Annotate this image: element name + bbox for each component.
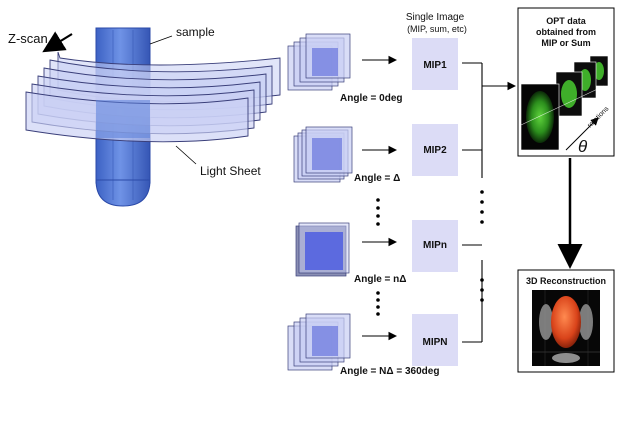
zscan-arrow (42, 31, 73, 53)
projection-row-1: MIP1 Angle = 0deg (287, 33, 458, 104)
angle-label: Angle = NΔ = 360deg (340, 366, 439, 377)
bracket-ellipsis (480, 190, 484, 302)
light-sheet-stack (25, 51, 281, 143)
slice-stack (287, 33, 351, 91)
single-image-subtitle: (MIP, sum, etc) (407, 24, 467, 34)
slice-stack (287, 313, 351, 371)
opt-data-panel: OPT data obtained from MIP or Sum rotati… (517, 7, 615, 157)
sample-leader-line (149, 35, 173, 45)
collector-bracket (462, 62, 517, 343)
projection-row-3: MIPn Angle = nΔ (295, 220, 458, 285)
projection-row-2: MIP2 Angle = Δ (293, 124, 458, 184)
mip-label: MIPn (423, 240, 447, 251)
reconstruction-render (532, 290, 600, 366)
angle-label: Angle = 0deg (340, 93, 403, 104)
opt-title-line2: obtained from (536, 27, 596, 37)
mip-label: MIP2 (423, 145, 447, 156)
single-image-title: Single Image (406, 12, 465, 23)
angle-label: Angle = nΔ (354, 274, 406, 285)
opt-title-line3: MIP or Sum (541, 38, 590, 48)
sample-intersection (96, 100, 150, 138)
lightsheet-label: Light Sheet (200, 164, 261, 178)
zscan-label: Z-scan (8, 31, 48, 46)
recon-title: 3D Reconstruction (526, 276, 606, 286)
rotation-arrow (565, 117, 599, 151)
mip-label: MIP1 (423, 60, 447, 71)
mip-label: MIPN (423, 337, 448, 348)
angle-label: Angle = Δ (354, 173, 400, 184)
mip-image (412, 220, 458, 272)
projection-row-4: MIPN Angle = NΔ = 360deg (287, 313, 458, 377)
light-sheet-scan-illustration: Z-scan sample Light Sheet (8, 25, 281, 207)
mip-image (412, 314, 458, 366)
ellipsis-dots (376, 291, 380, 316)
mip-image (412, 124, 458, 176)
mip-image (412, 38, 458, 90)
ellipsis-dots (376, 198, 380, 226)
slice-stack (295, 222, 350, 277)
sample-label: sample (176, 25, 215, 39)
opt-title-line1: OPT data (546, 16, 587, 26)
theta-symbol: θ (578, 137, 588, 156)
projection-frames (520, 55, 609, 151)
reconstruction-panel: 3D Reconstruction (517, 269, 615, 373)
mip-projection-column: Single Image (MIP, sum, etc) MIP1 Angle … (287, 12, 517, 377)
slice-stack (293, 126, 353, 183)
lightsheet-leader-line (175, 145, 197, 165)
